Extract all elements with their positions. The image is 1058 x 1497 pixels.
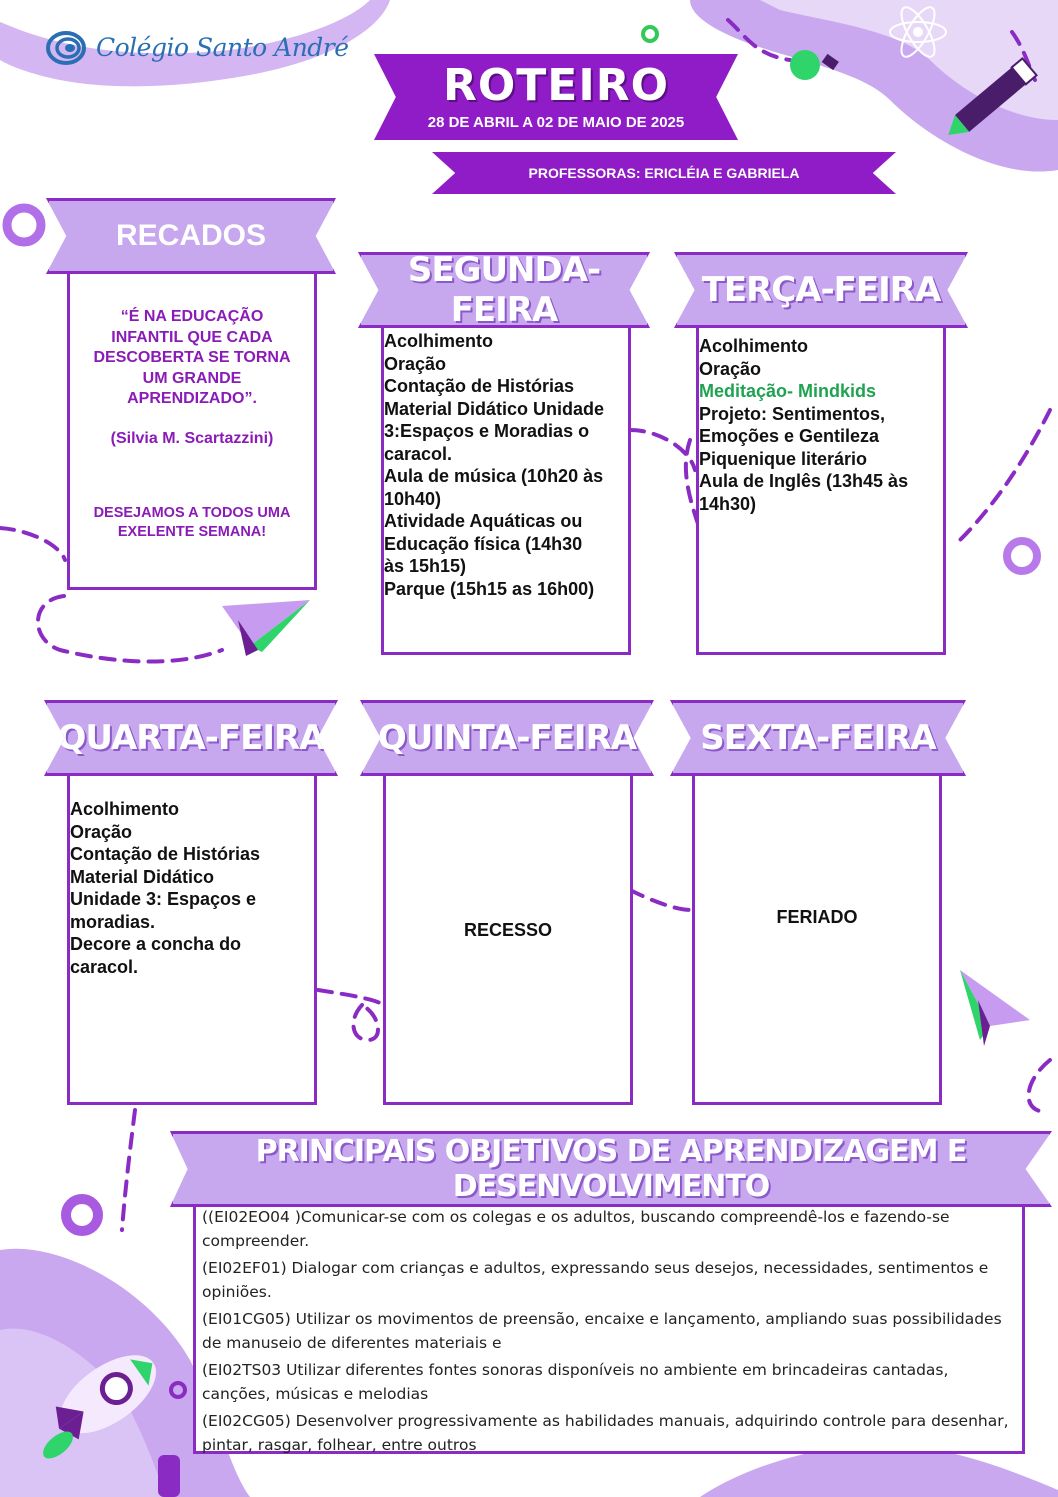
recados-box: “É NA EDUCAÇÃO INFANTIL QUE CADA DESCOBE… [67, 270, 317, 590]
objectives-title: PRINCIPAIS OBJETIVOS DE APRENDIZAGEM E D… [255, 1134, 968, 1204]
quote-author: (Silvia M. Scartazzini) [110, 429, 274, 447]
activity-line: Contação de Histórias [70, 844, 261, 864]
recess-label: RECESSO [463, 920, 553, 940]
activity-line: Atividade Aquáticas ou [384, 511, 583, 531]
activity-line: Oração [699, 358, 762, 379]
wish-line: DESEJAMOS A TODOS UMA [93, 504, 291, 521]
activity-line: Unidade 3: Espaços e [70, 889, 257, 909]
activity-line: Piquenique literário [699, 448, 868, 469]
school-name: Colégio Santo André [96, 32, 349, 62]
activity-line: Decore a concha do [70, 934, 242, 954]
activity-line: Oração [70, 821, 133, 842]
activity-line: moradias. [70, 911, 156, 932]
thursday-ribbon: QUINTA-FEIRA [360, 700, 654, 776]
wednesday-box: Acolhimento Oração Contação de Histórias… [67, 773, 317, 1105]
holiday-label: FERIADO [776, 907, 858, 927]
activity-line: às 15h15) [384, 556, 467, 576]
quote-line: INFANTIL QUE CADA [111, 328, 273, 346]
activity-line: Emoções e Gentileza [699, 426, 880, 446]
quote-line: “É NA EDUCAÇÃO [120, 308, 264, 325]
activity-line: 10h40) [384, 488, 442, 509]
objective-item: (EI02CG05) Desenvolver progressivamente … [202, 1412, 1009, 1454]
quote-line: DESCOBERTA SE TORNA [93, 349, 291, 366]
objective-item: (EI01CG05) Utilizar os movimentos de pre… [202, 1310, 1002, 1352]
activity-line: 14h30) [699, 493, 757, 514]
activity-line: 3:Espaços e Moradias o [384, 421, 590, 441]
wednesday-ribbon: QUARTA-FEIRA [44, 700, 338, 776]
activity-line: Acolhimento [699, 336, 809, 356]
activity-line: Projeto: Sentimentos, [699, 403, 886, 424]
activity-line: Material Didático Unidade [384, 398, 605, 419]
objectives-box: ((EI02EO04 )Comunicar-se com os colegas … [193, 1200, 1025, 1454]
activity-line: caracol. [70, 956, 139, 977]
thursday-box: RECESSO [383, 773, 633, 1105]
activity-line: Educação física (14h30 [384, 533, 583, 554]
activity-line: Contação de Histórias [384, 376, 575, 396]
monday-ribbon: SEGUNDA-FEIRA [358, 252, 650, 328]
swirl-logo-icon [46, 31, 86, 65]
page-title: ROTEIRO [442, 59, 669, 111]
objective-item: (EI02TS03 Utilizar diferentes fontes son… [202, 1361, 949, 1403]
tuesday-title: TERÇA-FEIRA [701, 270, 942, 310]
objective-item: ((EI02EO04 )Comunicar-se com os colegas … [202, 1208, 950, 1250]
tuesday-box: Acolhimento Oração Meditação- Mindkids P… [696, 325, 946, 655]
teachers-label: PROFESSORAS: ERICLÉIA E GABRIELA [528, 165, 800, 181]
tuesday-ribbon: TERÇA-FEIRA [674, 252, 968, 328]
thursday-title: QUINTA-FEIRA [377, 718, 637, 758]
recados-ribbon: RECADOS [46, 198, 336, 274]
friday-ribbon: SEXTA-FEIRA [670, 700, 966, 776]
activity-line: caracol. [384, 443, 453, 464]
quote: “É NA EDUCAÇÃO INFANTIL QUE CADA DESCOBE… [80, 307, 304, 410]
activity-line: Oração [384, 353, 447, 374]
activity-line: Acolhimento [70, 799, 180, 819]
title-ribbon: ROTEIRO 28 DE ABRIL A 02 DE MAIO DE 2025 [374, 54, 738, 140]
friday-title: SEXTA-FEIRA [700, 718, 936, 758]
wish-line: EXELENTE SEMANA! [117, 523, 267, 540]
activity-line: Material Didático [70, 866, 215, 887]
recados-title: RECADOS [115, 219, 266, 252]
monday-box: Acolhimento Oração Contação de Histórias… [381, 325, 631, 655]
quote-line: UM GRANDE [142, 369, 242, 387]
activity-line: Acolhimento [384, 331, 494, 351]
date-range: 28 DE ABRIL A 02 DE MAIO DE 2025 [427, 113, 685, 131]
quote-line: APRENDIZADO”. [127, 390, 257, 407]
teachers-ribbon: PROFESSORAS: ERICLÉIA E GABRIELA [432, 152, 896, 194]
week-wish: DESEJAMOS A TODOS UMA EXELENTE SEMANA! [80, 504, 304, 542]
school-logo: Colégio Santo André [46, 26, 349, 68]
activity-line: Aula de música (10h20 às [384, 466, 604, 486]
monday-title: SEGUNDA-FEIRA [407, 250, 601, 330]
objective-item: (EI02EF01) Dialogar com crianças e adult… [202, 1259, 989, 1301]
friday-box: FERIADO [692, 773, 942, 1105]
wednesday-title: QUARTA-FEIRA [57, 718, 325, 758]
objectives-ribbon: PRINCIPAIS OBJETIVOS DE APRENDIZAGEM E D… [170, 1131, 1052, 1207]
activity-line: Parque (15h15 as 16h00) [384, 578, 595, 599]
activity-line: Aula de Inglês (13h45 às [699, 471, 909, 491]
highlighted-activity: Meditação- Mindkids [699, 381, 877, 401]
